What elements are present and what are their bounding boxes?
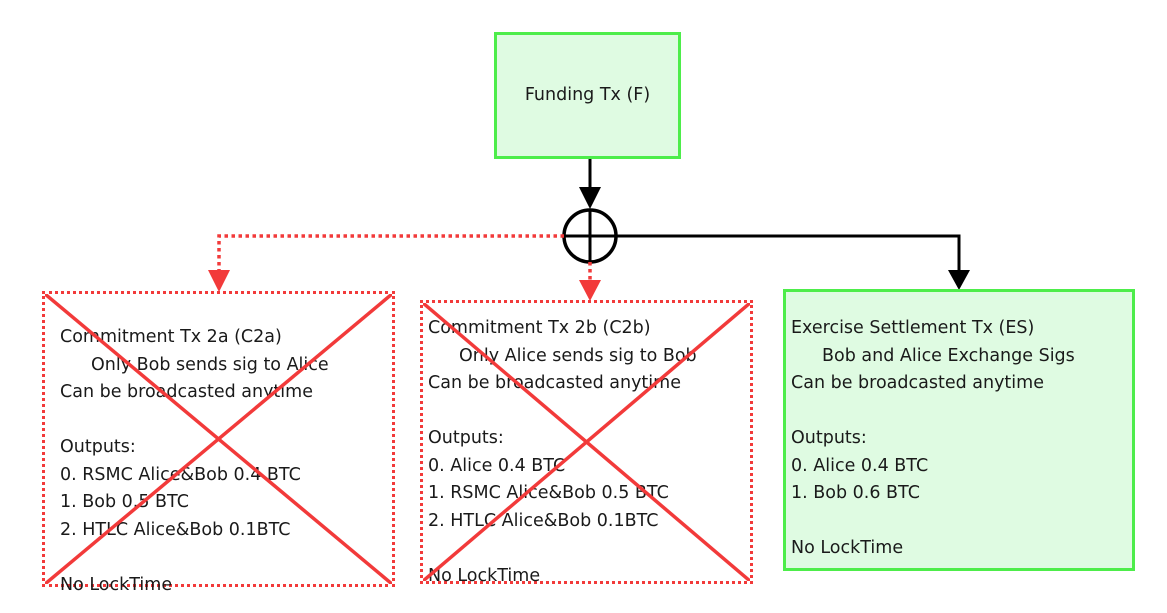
output-item: 1. Bob 0.6 BTC [791, 483, 920, 503]
blank-line [791, 398, 1132, 426]
node-title: Commitment Tx 2a (C2a) [60, 327, 282, 347]
arrowhead-to-c2b-icon [579, 280, 601, 301]
node-subtitle: Only Bob sends sig to Alice [91, 354, 329, 375]
commitment-tx-2a-node: Commitment Tx 2a (C2a) Only Bob sends si… [42, 291, 395, 595]
output-item: 0. Alice 0.4 BTC [791, 455, 929, 476]
arrowhead-to-es-icon [948, 270, 970, 290]
funding-tx-label: Funding Tx (F) [524, 84, 651, 105]
locktime-note: No LockTime [428, 565, 541, 586]
arrowhead-to-splitter-icon [579, 187, 601, 209]
outputs-label: Outputs: [428, 428, 504, 448]
blank-line [428, 535, 750, 563]
output-item: 2. HTLC Alice&Bob 0.1BTC [60, 519, 291, 540]
node-broadcast-note: Can be broadcasted anytime [791, 373, 1044, 393]
output-item: 2. HTLC Alice&Bob 0.1BTC [428, 510, 659, 531]
node-broadcast-note: Can be broadcasted anytime [428, 373, 681, 393]
node-subtitle: Only Alice sends sig to Bob [459, 345, 697, 366]
arrowhead-to-c2a-icon [208, 270, 230, 292]
outputs-label: Outputs: [60, 437, 136, 457]
node-title: Exercise Settlement Tx (ES) [791, 318, 1035, 338]
locktime-note: No LockTime [791, 538, 904, 558]
blank-line [60, 407, 392, 435]
node-broadcast-note: Can be broadcasted anytime [60, 382, 313, 402]
node-title: Commitment Tx 2b (C2b) [428, 318, 651, 338]
blank-line [428, 398, 750, 426]
exercise-settlement-tx-node: Exercise Settlement Tx (ES) Bob and Alic… [783, 289, 1135, 571]
output-item: 0. Alice 0.4 BTC [428, 455, 566, 476]
splitter-to-es-line [616, 234, 961, 276]
splitter-to-c2a-line [217, 234, 564, 270]
blank-line [791, 508, 1132, 536]
output-item: 1. RSMC Alice&Bob 0.5 BTC [428, 483, 669, 503]
funding-tx-node: Funding Tx (F) [494, 32, 681, 159]
commitment-tx-2b-node: Commitment Tx 2b (C2b) Only Alice sends … [420, 300, 753, 586]
output-item: 1. Bob 0.5 BTC [60, 492, 189, 512]
blank-line [60, 544, 392, 572]
outputs-label: Outputs: [791, 428, 867, 448]
splitter-circle-icon [562, 208, 618, 264]
node-subtitle: Bob and Alice Exchange Sigs [822, 345, 1075, 366]
output-item: 0. RSMC Alice&Bob 0.4 BTC [60, 464, 301, 485]
locktime-note: No LockTime [60, 574, 173, 595]
